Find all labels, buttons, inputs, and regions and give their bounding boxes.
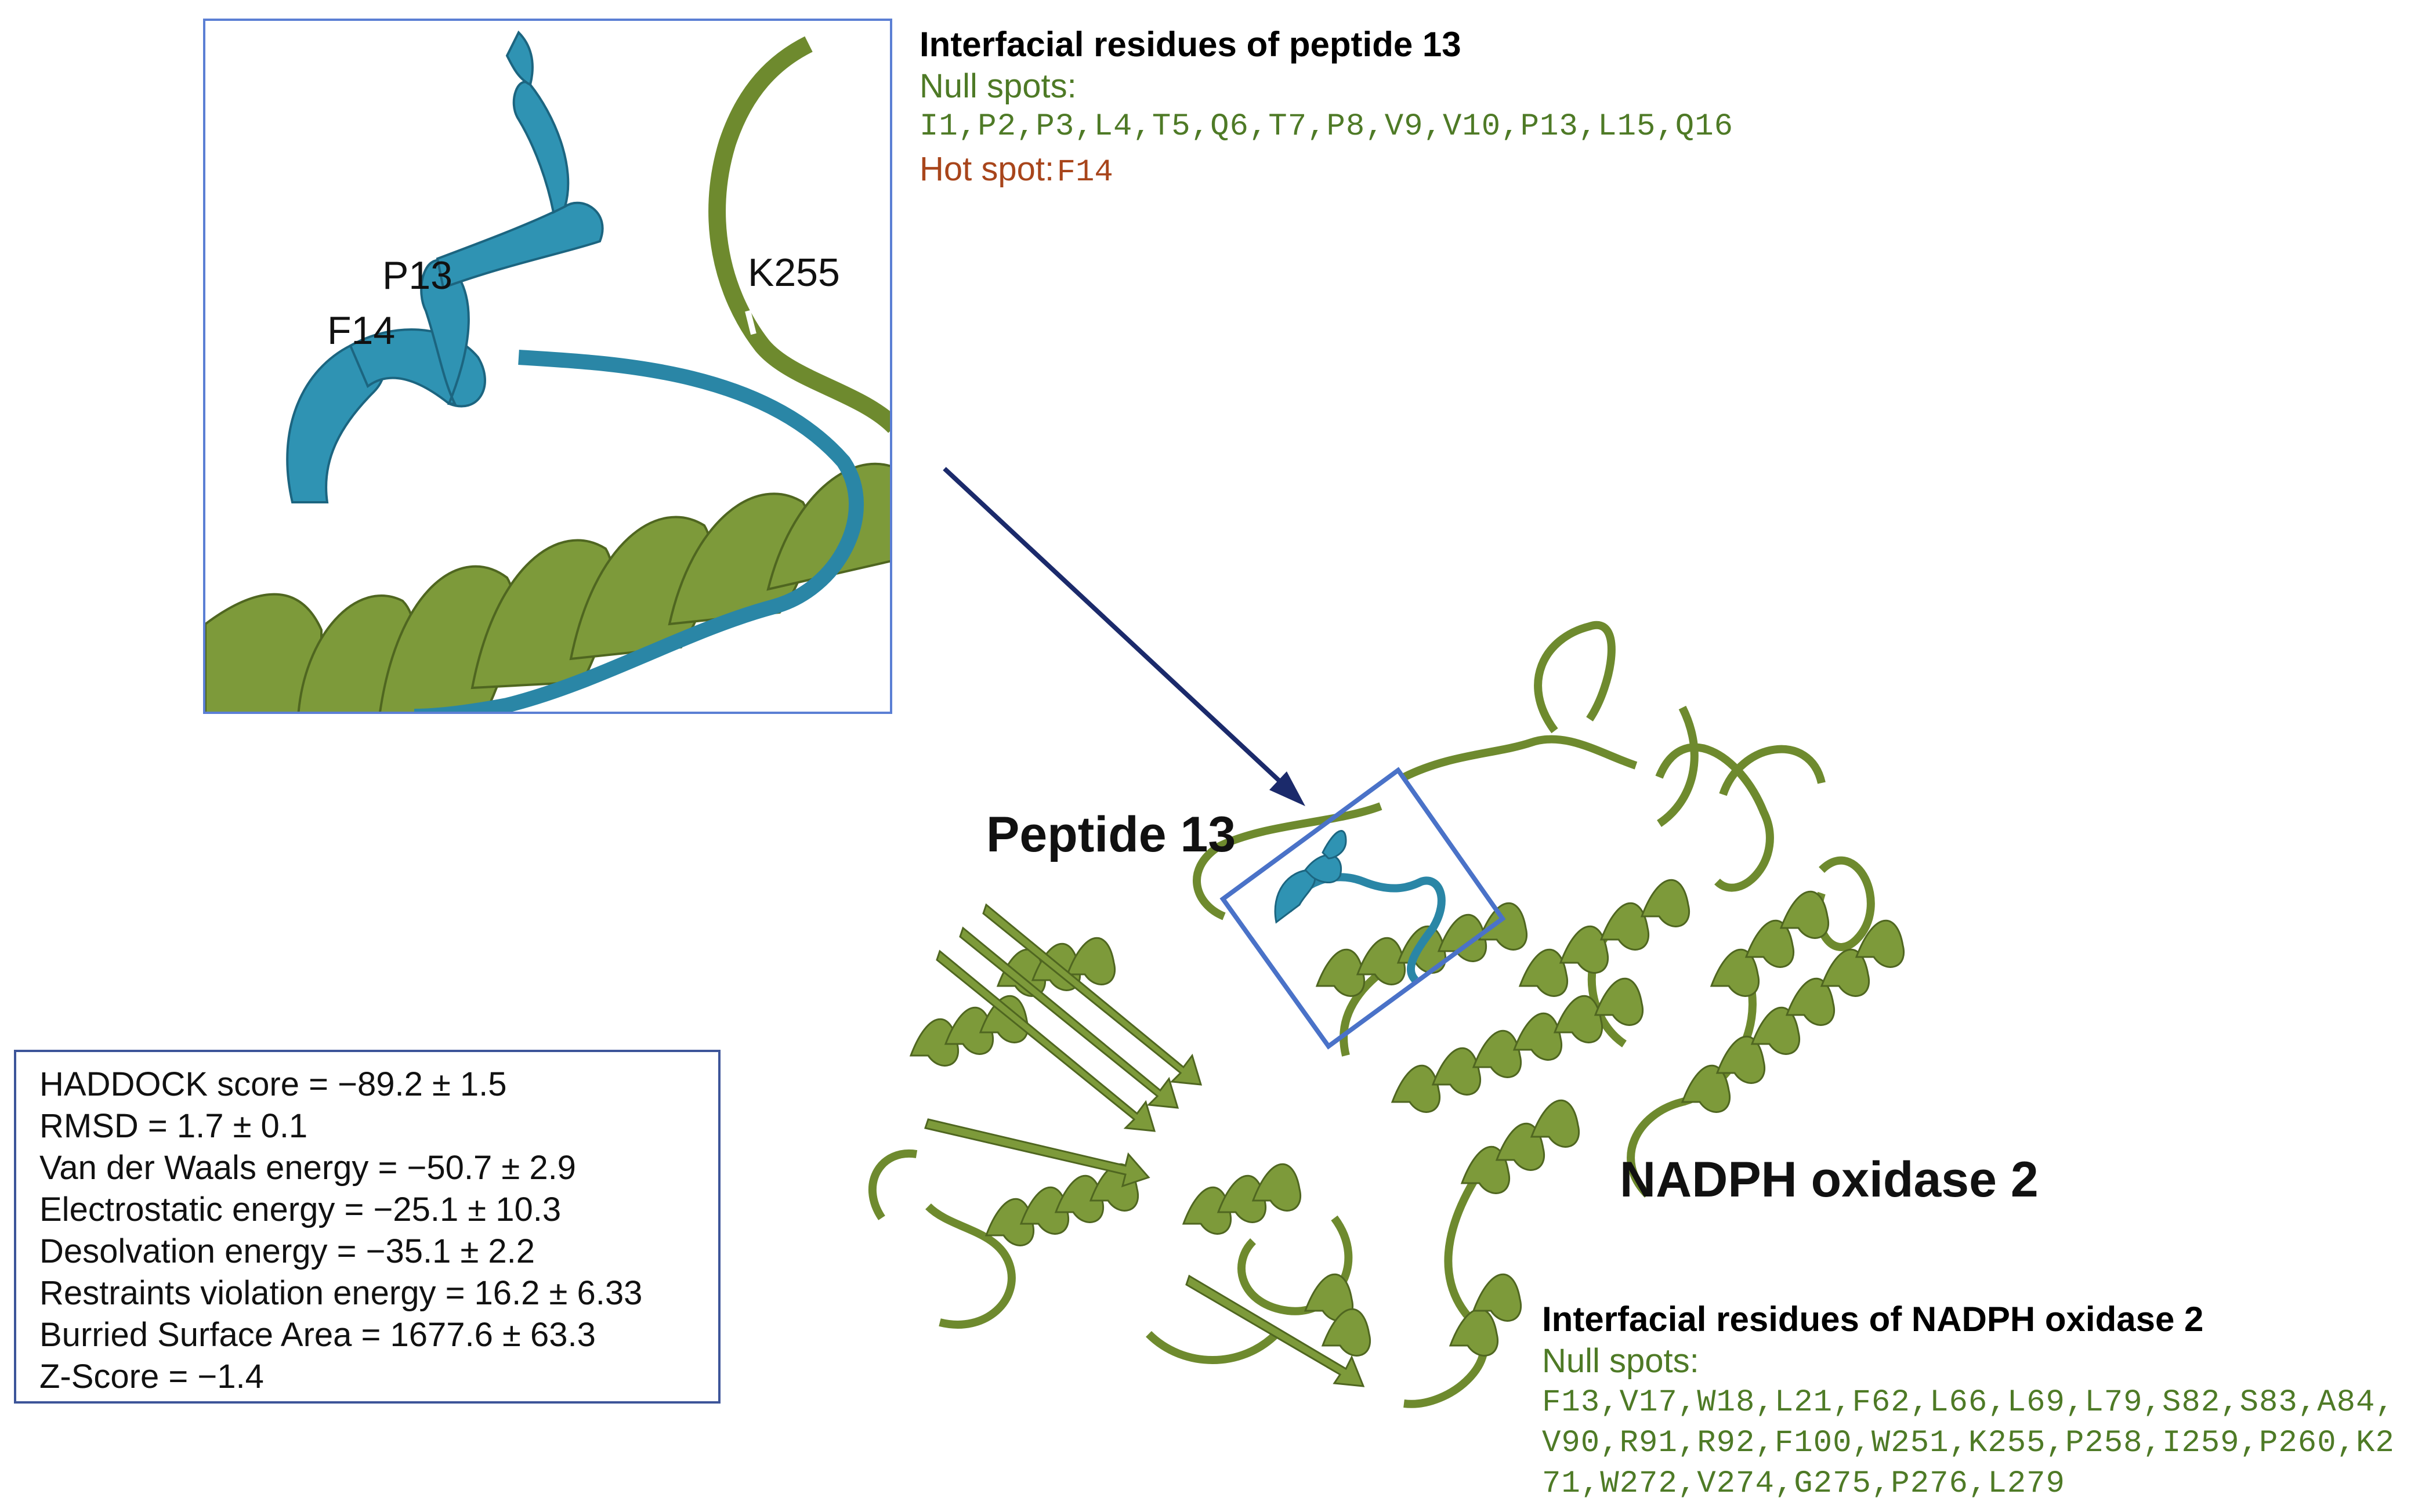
stat-electrostatic-energy: Electrostatic energy = −25.1 ± 10.3 (39, 1191, 562, 1228)
stat-rmsd: RMSD = 1.7 ± 0.1 (39, 1107, 308, 1145)
peptide-interface-title: Interfacial residues of peptide 13 (920, 25, 1461, 64)
stat-z-score: Z-Score = −1.4 (39, 1358, 264, 1395)
peptide-null-residues: I1,P2,P3,L4,T5,Q6,T7,P8,V9,V10,P13,L15,Q… (920, 109, 1734, 144)
residue-label-p13: P13 (382, 253, 453, 298)
residue-label-f14: F14 (327, 309, 396, 353)
zoom-arrow (943, 467, 1305, 806)
nox-null-label: Null spots: (1542, 1342, 1699, 1380)
nox-interface-title: Interfacial residues of NADPH oxidase 2 (1542, 1300, 2204, 1339)
peptide-in-complex (1274, 830, 1446, 983)
protein-coils (868, 621, 1875, 1408)
inset-zoom-panel: P13 F14 K255 (203, 19, 892, 714)
protein-loop (708, 36, 890, 433)
inset-structure-drawing (205, 30, 890, 712)
peptide-hot-spot-line: Hot spot: F14 (920, 150, 1113, 190)
peptide-helix-inset (286, 30, 604, 503)
stat-buried-surface-area: Burried Surface Area = 1677.6 ± 63.3 (39, 1316, 596, 1354)
stat-desolvation-energy: Desolvation energy = −35.1 ± 2.2 (39, 1232, 535, 1270)
peptide-label: Peptide 13 (986, 807, 1236, 862)
peptide-hot-residues: F14 (1056, 155, 1113, 190)
peptide-coil (414, 350, 864, 712)
loop-highlight (745, 310, 756, 335)
nox-null-residues: F13,V17,W18,L21,F62,L66,L69,L79,S82,S83,… (1542, 1385, 2395, 1502)
binding-site-box (1219, 767, 1506, 1050)
protein-label: NADPH oxidase 2 (1620, 1152, 2039, 1208)
residue-label-k255: K255 (748, 251, 840, 295)
protein-helix-inset (205, 462, 890, 712)
docking-stats-box: HADDOCK score = −89.2 ± 1.5 RMSD = 1.7 ±… (14, 1050, 721, 1404)
peptide-hot-label: Hot spot: (920, 150, 1055, 188)
stat-haddock-score: HADDOCK score = −89.2 ± 1.5 (39, 1065, 507, 1103)
stat-restraints-energy: Restraints violation energy = 16.2 ± 6.3… (39, 1274, 643, 1312)
peptide-null-label: Null spots: (920, 67, 1077, 105)
stat-vdw-energy: Van der Waals energy = −50.7 ± 2.9 (39, 1149, 576, 1187)
